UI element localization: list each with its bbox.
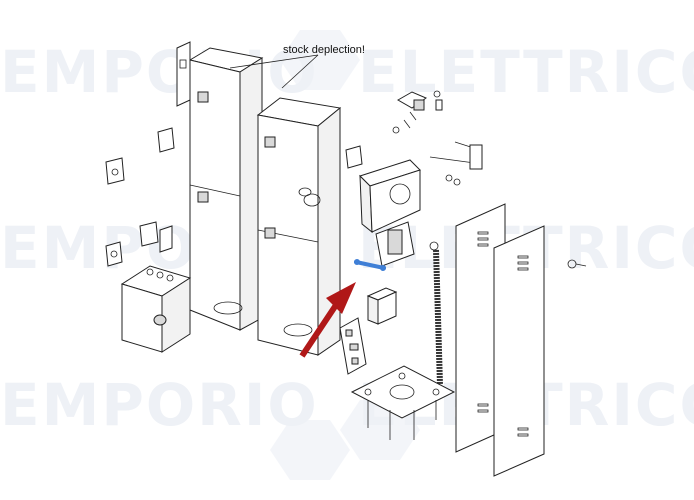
- control-board: [339, 317, 367, 375]
- pointer-arrow: [299, 282, 356, 358]
- balance-spring: [429, 241, 443, 386]
- door-panel-front: [493, 225, 545, 477]
- gearmotor: [345, 145, 421, 267]
- small-brackets: [105, 127, 175, 267]
- callout-label: stock deplection!: [283, 44, 365, 56]
- highlighted-part: [354, 259, 386, 271]
- bolt: [567, 259, 587, 269]
- control-box: [120, 265, 192, 353]
- hinge-parts: [392, 90, 443, 134]
- transformer: [366, 287, 398, 325]
- watermark-left-3: EMPORIO: [0, 371, 319, 439]
- anchor-base-plate: [350, 365, 456, 440]
- watermark-left-1: EMPORIO: [0, 38, 319, 106]
- column-front: [256, 97, 342, 356]
- watermark: EMPORIO ELETTRICO EMPORIO ELETTRICO EMPO…: [0, 38, 694, 439]
- column-rear: [176, 41, 264, 331]
- lever-arm: [429, 141, 483, 186]
- callout-leaders: [229, 54, 319, 89]
